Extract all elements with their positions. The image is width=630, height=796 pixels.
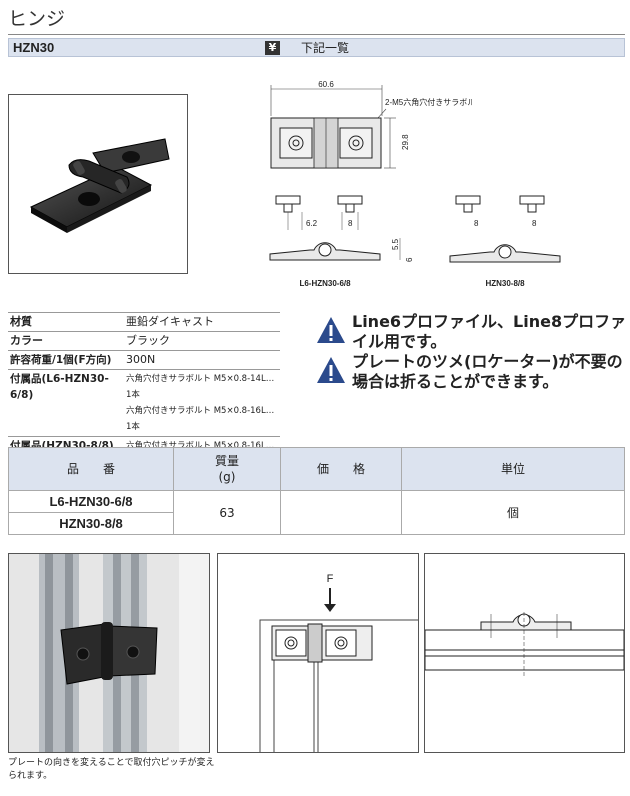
dim-d: 8 xyxy=(532,219,537,228)
price-reference: 下記一覧 xyxy=(301,41,350,55)
spec-value: ブラック xyxy=(124,331,280,351)
spec-row-load: 許容荷重/1個(F方向) 300N xyxy=(8,350,280,370)
dim-width: 60.6 xyxy=(318,80,334,89)
spec-row-color: カラー ブラック xyxy=(8,331,280,351)
bolt-label: 2-M5六角穴付きサラボルト用 xyxy=(385,97,472,107)
table-row: HZN30-8/8 xyxy=(8,512,625,535)
side-view-icon xyxy=(424,612,625,678)
price-value xyxy=(280,490,402,535)
spec-key: 材質 xyxy=(8,312,124,332)
hinge-photo-icon xyxy=(29,138,170,233)
note-text: プレートのツメ(ロケーター)が不要の場合は折ることができます。 xyxy=(352,352,623,391)
accessory-line: 六角穴付きサラボルト M5×0.8-16L…1本 xyxy=(126,406,275,432)
col-price: 価 格 xyxy=(280,447,402,491)
spec-value: 六角穴付きサラボルト M5×0.8-14L…1本 六角穴付きサラボルト M5×0… xyxy=(124,369,280,437)
dim-c: 8 xyxy=(474,219,479,228)
col-mass-unit: (g) xyxy=(218,470,236,484)
title-divider xyxy=(8,34,625,35)
page-title: ヒンジ xyxy=(8,8,66,30)
side-view-diagram xyxy=(424,553,625,753)
product-photo xyxy=(8,94,188,274)
front-view-icon: F xyxy=(259,573,418,752)
spec-key: カラー xyxy=(8,331,124,351)
spec-key: 許容荷重/1個(F方向) xyxy=(8,350,124,370)
col-unit: 単位 xyxy=(401,447,625,491)
part-number: L6-HZN30-6/8 xyxy=(8,490,174,513)
spec-value: 300N xyxy=(124,350,280,370)
technical-drawing-hzn: 8 8 HZN30-8/8 xyxy=(449,195,561,288)
installation-photo xyxy=(8,553,210,753)
note-profile: Line6プロファイル、Line8プロファイル用です。 xyxy=(316,312,628,356)
note-locator: プレートのツメ(ロケーター)が不要の場合は折ることができます。 xyxy=(316,352,628,396)
force-label: F xyxy=(327,573,334,585)
installed-hinge-icon xyxy=(9,554,209,752)
col-mass: 質量 (g) xyxy=(173,447,281,491)
price-table-header: 品 番 質量 (g) 価 格 単位 xyxy=(8,447,625,491)
price-table: 品 番 質量 (g) 価 格 単位 L6-HZN30-6/8 63 個 HZN3… xyxy=(8,447,625,535)
table-row: L6-HZN30-6/8 63 個 xyxy=(8,490,625,535)
dim-b: 8 xyxy=(348,219,353,228)
label-l6: L6-HZN30-6/8 xyxy=(299,279,351,288)
warning-icon xyxy=(317,357,345,383)
technical-drawing: 60.6 2-M5六角穴付きサラボルト用 29.8 6.2 8 5.5 6 L6… xyxy=(269,80,472,288)
part-number: HZN30-8/8 xyxy=(8,512,174,535)
spec-key: 付属品(L6-HZN30-6/8) xyxy=(8,369,124,437)
product-header-band: HZN30 ¥ 下記一覧 xyxy=(8,38,625,57)
col-part-number: 品 番 xyxy=(8,447,174,491)
dim-e: 5.5 xyxy=(391,238,400,250)
dim-a: 6.2 xyxy=(306,219,318,228)
note-text: Line6プロファイル、Line8プロファイル用です。 xyxy=(352,312,627,351)
dim-f: 6 xyxy=(405,257,414,262)
dim-height: 29.8 xyxy=(401,134,410,150)
front-view-diagram: F xyxy=(217,553,419,753)
product-code: HZN30 xyxy=(13,40,55,55)
yen-icon: ¥ xyxy=(265,41,280,55)
spec-row-accessory-l6: 付属品(L6-HZN30-6/8) 六角穴付きサラボルト M5×0.8-14L…… xyxy=(8,369,280,437)
col-mass-label: 質量 xyxy=(214,454,239,468)
arrow-down-icon xyxy=(324,604,336,612)
mass-value: 63 xyxy=(173,490,281,535)
spec-value: 亜鉛ダイキャスト xyxy=(124,312,280,332)
warning-icon xyxy=(317,317,345,343)
spec-row-material: 材質 亜鉛ダイキャスト xyxy=(8,312,280,332)
photo-caption: プレートの向きを変えることで取付穴ピッチが変えられます。 xyxy=(8,758,215,781)
accessory-line: 六角穴付きサラボルト M5×0.8-14L…1本 xyxy=(126,374,275,400)
label-hzn: HZN30-8/8 xyxy=(485,279,525,288)
unit-value: 個 xyxy=(401,490,625,535)
